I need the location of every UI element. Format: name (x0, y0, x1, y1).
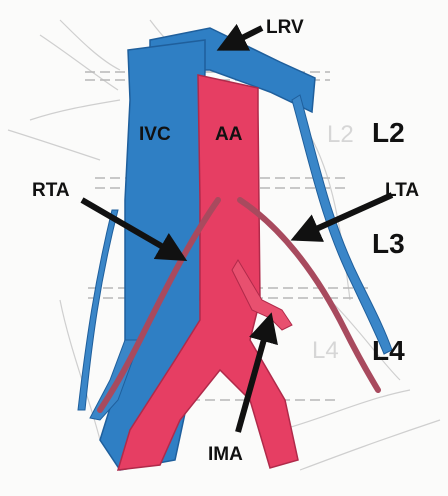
label-ivc: IVC (139, 124, 171, 145)
label-ima: IMA (208, 444, 243, 465)
label-l4: L4 (372, 335, 405, 366)
ghost-label-l2: L2 (327, 121, 354, 148)
label-rta: RTA (32, 180, 70, 201)
label-l2: L2 (372, 117, 405, 148)
ghost-label-l4: L4 (312, 337, 339, 364)
label-aa: AA (215, 124, 243, 145)
label-lta: LTA (385, 180, 419, 201)
label-lrv: LRV (266, 17, 304, 38)
label-l3: L3 (372, 228, 405, 259)
